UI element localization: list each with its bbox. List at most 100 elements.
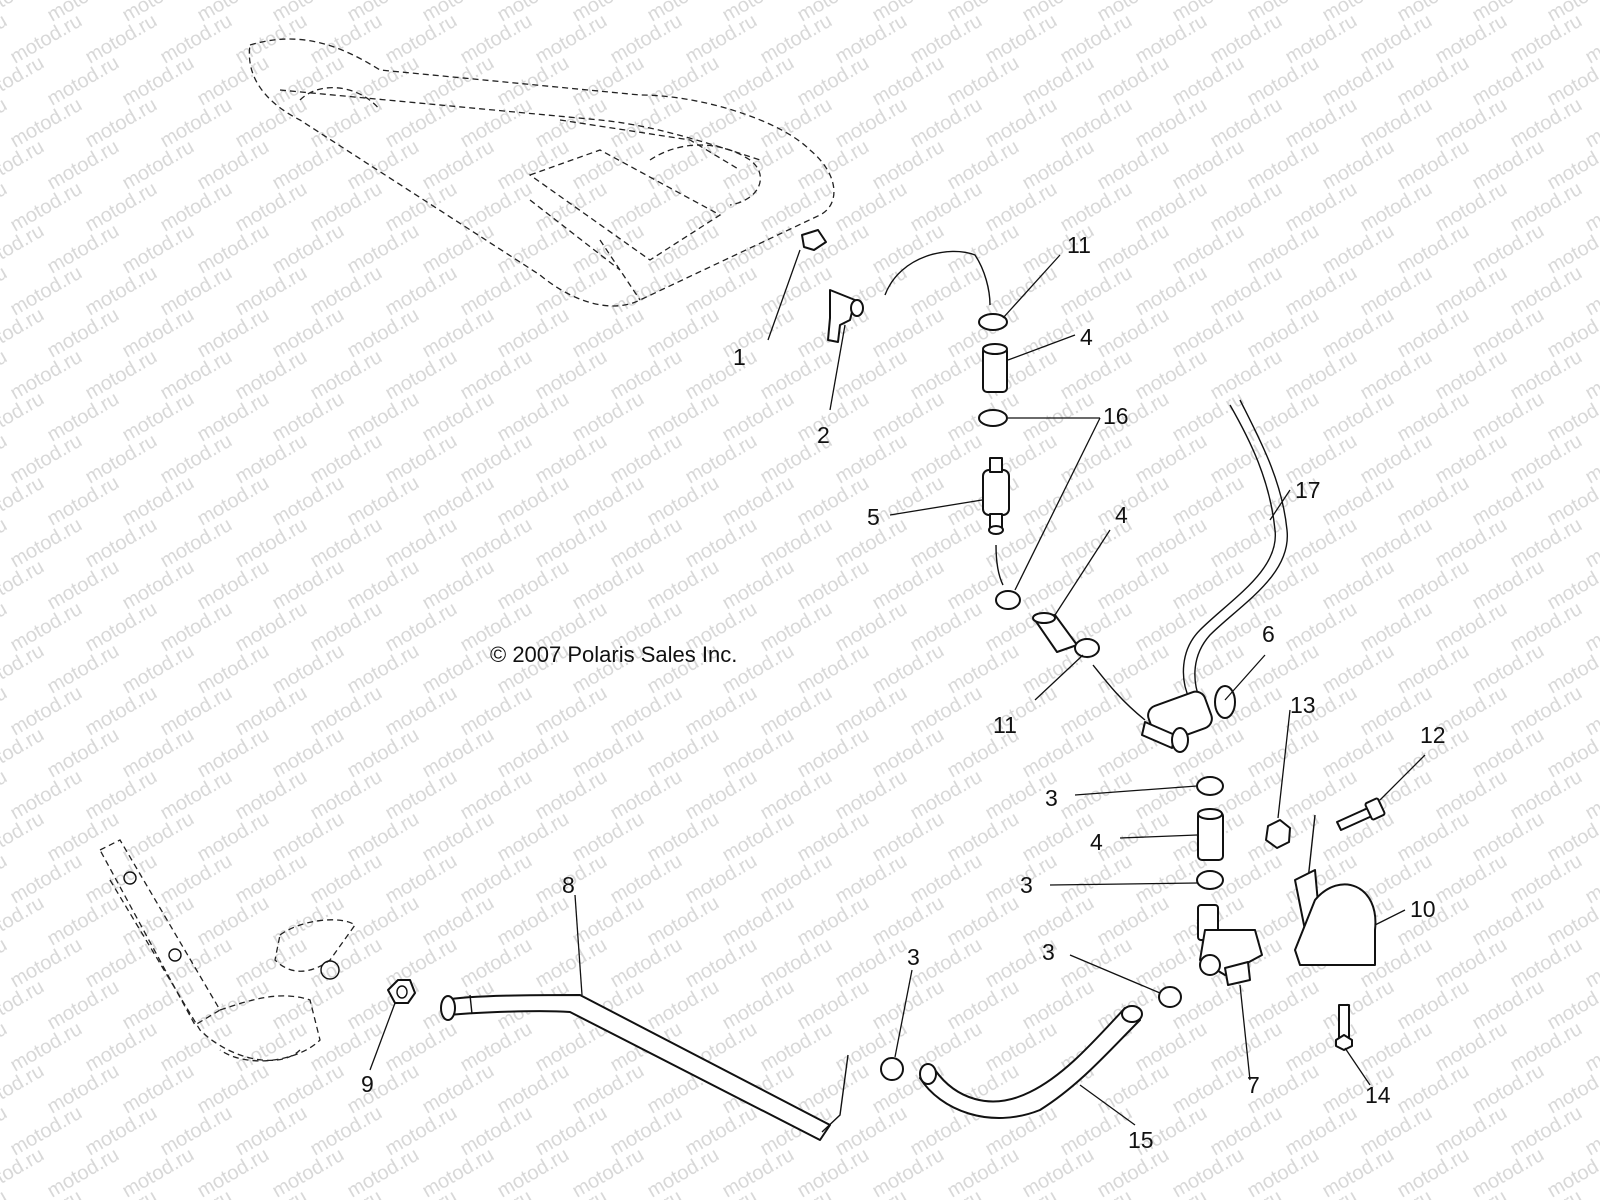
part-14-bolt [1335, 1004, 1353, 1051]
watermark-text: motod.ru [494, 724, 573, 783]
watermark-text: motod.ru [607, 514, 686, 573]
watermark-text: motod.ru [1244, 976, 1323, 1035]
watermark-text: motod.ru [832, 430, 911, 489]
watermark-text: motod.ru [982, 94, 1061, 153]
watermark-text: motod.ru [157, 934, 236, 993]
watermark-text: motod.ru [157, 850, 236, 909]
watermark-text: motod.ru [419, 556, 498, 615]
watermark-text: motod.ru [344, 640, 423, 699]
watermark-text: motod.ru [607, 10, 686, 69]
watermark-text: motod.ru [82, 346, 161, 405]
callout-16: 16 [1103, 403, 1129, 429]
watermark-text: motod.ru [0, 472, 48, 531]
watermark-text: motod.ru [757, 10, 836, 69]
watermark-text: motod.ru [719, 388, 798, 447]
watermark-text: motod.ru [1019, 472, 1098, 531]
watermark-text: motod.ru [832, 10, 911, 69]
callout-12: 12 [1420, 722, 1446, 748]
watermark-text: motod.ru [382, 1018, 461, 1077]
watermark-text: motod.ru [1469, 304, 1548, 363]
watermark-text: motod.ru [869, 1144, 948, 1200]
watermark-text: motod.ru [457, 934, 536, 993]
watermark-text: motod.ru [1169, 640, 1248, 699]
watermark-text: motod.ru [307, 178, 386, 237]
watermark-text: motod.ru [719, 808, 798, 867]
watermark-text: motod.ru [419, 892, 498, 951]
watermark-text: motod.ru [1394, 388, 1473, 447]
part-3-clamp-c [1158, 986, 1182, 1008]
watermark-text: motod.ru [7, 178, 86, 237]
watermark-text: motod.ru [832, 94, 911, 153]
callout-10: 10 [1410, 896, 1436, 922]
watermark-text: motod.ru [119, 136, 198, 195]
watermark-text: motod.ru [794, 388, 873, 447]
watermark-text: motod.ru [607, 1102, 686, 1161]
watermark-text: motod.ru [0, 220, 48, 279]
watermark-text: motod.ru [419, 304, 498, 363]
watermark-text: motod.ru [1282, 1102, 1361, 1161]
watermark-text: motod.ru [682, 10, 761, 69]
watermark-text: motod.ru [1094, 892, 1173, 951]
watermark-text: motod.ru [307, 262, 386, 321]
watermark-text: motod.ru [382, 346, 461, 405]
watermark-text: motod.ru [82, 430, 161, 489]
watermark-text: motod.ru [832, 766, 911, 825]
callout-1: 1 [733, 344, 746, 370]
watermark-text: motod.ru [419, 1060, 498, 1119]
watermark-text: motod.ru [232, 262, 311, 321]
watermark-text: motod.ru [7, 934, 86, 993]
watermark-text: motod.ru [682, 94, 761, 153]
watermark-text: motod.ru [569, 52, 648, 111]
part-3-clamp-a [1196, 776, 1224, 796]
watermark-text: motod.ru [44, 1144, 123, 1200]
watermark-text: motod.ru [0, 934, 11, 993]
watermark-text: motod.ru [1169, 472, 1248, 531]
callout-9: 9 [361, 1071, 374, 1097]
watermark-text: motod.ru [194, 724, 273, 783]
watermark-text: motod.ru [569, 220, 648, 279]
watermark-text: motod.ru [1432, 598, 1511, 657]
watermark-text: motod.ru [0, 0, 48, 26]
watermark-text: motod.ru [419, 724, 498, 783]
watermark-text: motod.ru [1169, 976, 1248, 1035]
watermark-text: motod.ru [1394, 52, 1473, 111]
watermark-text: motod.ru [907, 1018, 986, 1077]
callout-8: 8 [562, 872, 575, 898]
watermark-text: motod.ru [907, 10, 986, 69]
watermark-text: motod.ru [869, 556, 948, 615]
watermark-text: motod.ru [682, 850, 761, 909]
watermark-text: motod.ru [194, 136, 273, 195]
watermark-text: motod.ru [682, 934, 761, 993]
watermark-text: motod.ru [794, 220, 873, 279]
watermark-text: motod.ru [1282, 94, 1361, 153]
watermark-text: motod.ru [569, 136, 648, 195]
watermark-text: motod.ru [569, 808, 648, 867]
watermark-text: motod.ru [344, 556, 423, 615]
airbox-outline [248, 38, 835, 307]
watermark-text: motod.ru [1357, 1102, 1436, 1161]
watermark-text: motod.ru [82, 682, 161, 741]
watermark-text: motod.ru [119, 976, 198, 1035]
watermark-text: motod.ru [682, 178, 761, 237]
watermark-text: motod.ru [1019, 892, 1098, 951]
watermark-text: motod.ru [1132, 346, 1211, 405]
watermark-text: motod.ru [82, 10, 161, 69]
watermark-text: motod.ru [1057, 94, 1136, 153]
watermark-text: motod.ru [1319, 52, 1398, 111]
watermark-text: motod.ru [0, 598, 11, 657]
watermark-text: motod.ru [532, 514, 611, 573]
watermark-text: motod.ru [7, 1102, 86, 1161]
watermark-text: motod.ru [119, 1144, 198, 1200]
watermark-text: motod.ru [0, 178, 11, 237]
watermark-text: motod.ru [119, 52, 198, 111]
watermark-text: motod.ru [1019, 976, 1098, 1035]
watermark-text: motod.ru [44, 388, 123, 447]
watermark-text: motod.ru [382, 430, 461, 489]
watermark-text: motod.ru [644, 388, 723, 447]
watermark-text: motod.ru [344, 808, 423, 867]
watermark-text: motod.ru [1057, 682, 1136, 741]
watermark-text: motod.ru [644, 472, 723, 531]
watermark-text: motod.ru [719, 220, 798, 279]
watermark-text: motod.ru [869, 388, 948, 447]
watermark-text: motod.ru [157, 262, 236, 321]
